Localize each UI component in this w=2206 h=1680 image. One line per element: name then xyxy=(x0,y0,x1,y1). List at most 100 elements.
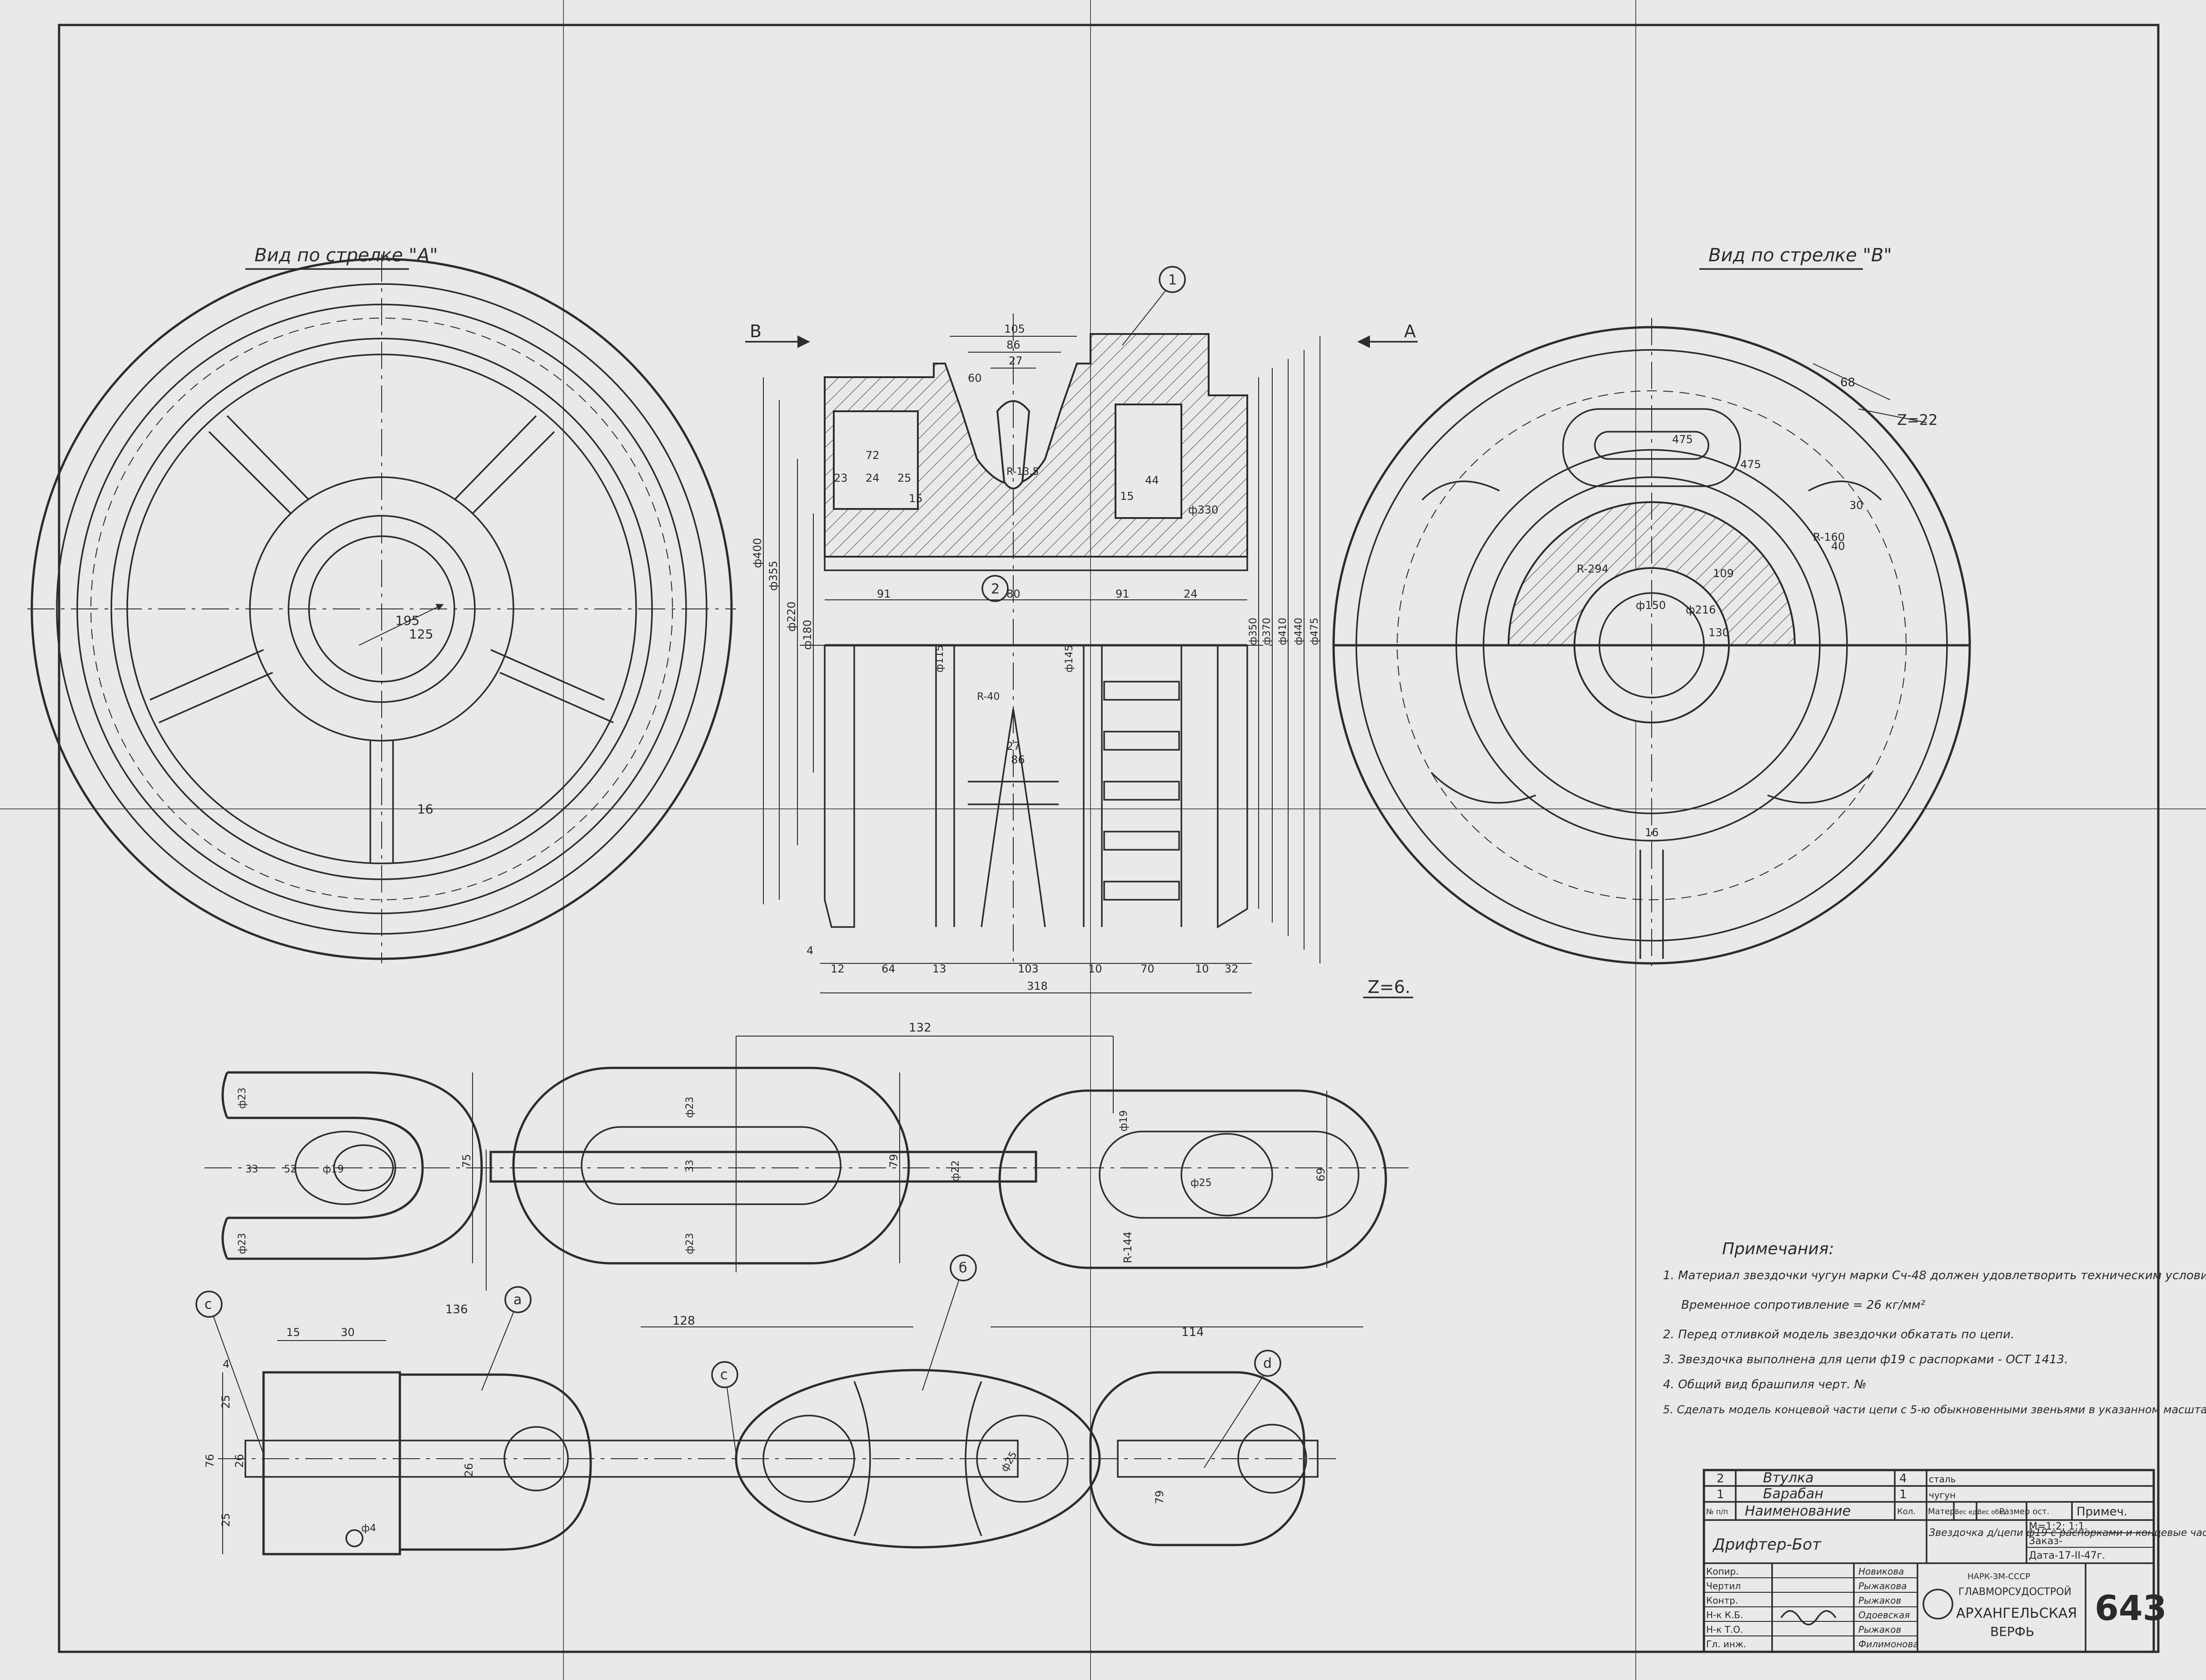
note-1b: Временное сопротивление = 26 кг/мм² xyxy=(1681,1298,1925,1312)
chain-dim-52: 52 xyxy=(284,1164,297,1175)
row1-mat: чугун xyxy=(1929,1490,1956,1501)
dim-10b: 10 xyxy=(1195,962,1209,975)
dim-15b: 15 xyxy=(1120,490,1134,503)
dim-23: 23 xyxy=(834,472,848,484)
dim-195: 195 xyxy=(395,613,419,628)
dim-86b: 86 xyxy=(1011,753,1025,766)
dim-91b: 91 xyxy=(1115,588,1130,600)
dim-72: 72 xyxy=(866,449,880,462)
row1-pos: 1 xyxy=(1717,1488,1724,1501)
dim-115: ф115 xyxy=(934,645,946,673)
z-6: Z=6. xyxy=(1368,977,1410,997)
hdr-mat: Матер. xyxy=(1928,1507,1957,1516)
view-a-label: Вид по стрелке "А" xyxy=(254,245,438,266)
arrow-a-label: А xyxy=(1404,321,1416,341)
section-view: В xyxy=(745,266,1320,993)
dim-4: 4 xyxy=(807,944,813,957)
dim-330: ф330 xyxy=(1188,504,1218,516)
dim-27: 27 xyxy=(1009,354,1023,367)
dim-109: 109 xyxy=(1713,567,1734,580)
notes-title: Примечания: xyxy=(1722,1240,1834,1258)
chain-dim-128: 128 xyxy=(672,1314,695,1328)
dim-15a: 15 xyxy=(909,492,923,505)
dim-13: 13 xyxy=(932,962,946,975)
chain-dim-d19b: ф19 xyxy=(1118,1110,1130,1132)
dim-318: 318 xyxy=(1027,980,1048,992)
dim-150: ф150 xyxy=(1636,599,1666,612)
dim-70: 70 xyxy=(1140,962,1155,975)
arrow-b-label: В xyxy=(750,321,762,341)
dim-475a: 475 xyxy=(1672,433,1693,446)
role-2: Контр. xyxy=(1706,1595,1738,1606)
role-1: Чертил xyxy=(1706,1580,1741,1591)
dim-86: 86 xyxy=(1006,339,1021,351)
dim-r135: R-13.5 xyxy=(1006,466,1039,478)
chain-dim-136: 136 xyxy=(445,1303,468,1316)
dim-r294: R-294 xyxy=(1577,563,1608,575)
date: Дата-17-II-47г. xyxy=(2029,1550,2105,1561)
dim-40: 40 xyxy=(1831,540,1845,553)
dim-475b: 475 xyxy=(1740,458,1761,471)
yard-2: ВЕРФЬ xyxy=(1990,1624,2034,1639)
dim-24a: 24 xyxy=(866,472,880,484)
org: ГЛАВМОРСУДОСТРОЙ xyxy=(1958,1586,2072,1598)
row2-mat: сталь xyxy=(1929,1474,1956,1485)
note-1: 1. Материал звездочки чугун марки Сч-48 … xyxy=(1663,1269,2206,1282)
row1-name: Барабан xyxy=(1763,1486,1823,1502)
dim-32: 32 xyxy=(1225,962,1239,975)
dim-145: ф145 xyxy=(1064,645,1075,673)
dim-355: ф355 xyxy=(767,561,780,591)
side-dim-30: 30 xyxy=(341,1326,355,1339)
chain-dim-79: 79 xyxy=(887,1154,900,1168)
callout-c-mid: с xyxy=(720,1367,728,1383)
role-3: Н-к К.Б. xyxy=(1706,1610,1743,1620)
chain-side-view: 15 30 4 25 76 26 25 26 ф4 ф25 79 xyxy=(204,1326,1340,1555)
note-5: 5. Сделать модель концевой части цепи с … xyxy=(1663,1403,2206,1416)
z-22: Z=22 xyxy=(1897,411,1937,429)
chain-dim-75: 75 xyxy=(460,1154,473,1168)
dim-64: 64 xyxy=(881,962,896,975)
hdr-note: Примеч. xyxy=(2077,1505,2127,1519)
name-3: Одоевская xyxy=(1858,1610,1910,1620)
chain-callouts: с а б с d xyxy=(195,1254,1281,1468)
chain-dim-33b: 33 xyxy=(684,1160,696,1172)
dim-30: 30 xyxy=(1849,499,1863,512)
hdr-qty: Кол. xyxy=(1897,1507,1916,1516)
side-dim-d25: ф25 xyxy=(999,1450,1020,1474)
chain-dim-d23d: ф23 xyxy=(684,1233,696,1254)
row2-qty: 4 xyxy=(1899,1472,1907,1486)
chain-dim-d23c: ф23 xyxy=(684,1097,696,1118)
name-2: Рыжаков xyxy=(1858,1595,1901,1606)
hdr-name: Наименование xyxy=(1745,1503,1851,1519)
chain-dim-33: 33 xyxy=(245,1164,258,1175)
name-1: Рыжакова xyxy=(1858,1580,1907,1591)
side-dim-15: 15 xyxy=(286,1326,300,1339)
hdr-size: Размер ост. xyxy=(1999,1507,2049,1516)
chain-dim-d23a: ф23 xyxy=(237,1087,248,1109)
side-dim-4: 4 xyxy=(223,1358,229,1371)
dim-10a: 10 xyxy=(1088,962,1102,975)
side-dim-25a: 25 xyxy=(219,1395,232,1409)
dim-91a: 91 xyxy=(877,588,891,600)
chain-dim-d23b: ф23 xyxy=(237,1233,248,1254)
dim-125: 125 xyxy=(409,627,433,642)
org-emblem xyxy=(1922,1589,1953,1620)
callout-b: б xyxy=(959,1260,967,1276)
dim-r160: R-160 xyxy=(1813,531,1845,543)
dim-400: ф400 xyxy=(751,538,764,568)
side-dim-26a: 26 xyxy=(233,1454,246,1468)
chain-dim-d19: ф19 xyxy=(323,1164,344,1175)
row2-pos: 2 xyxy=(1717,1472,1724,1486)
dim-475: ф475 xyxy=(1309,618,1320,645)
dim-130: 130 xyxy=(1708,626,1729,639)
dim-370: ф370 xyxy=(1261,618,1273,645)
dim-410: ф410 xyxy=(1277,618,1289,645)
yard-1: АРХАНГЕЛЬСКАЯ xyxy=(1956,1605,2077,1621)
hdr-pos: № п/п xyxy=(1706,1507,1728,1516)
role-0: Копир. xyxy=(1706,1566,1739,1577)
callout-d: d xyxy=(1263,1356,1272,1371)
chain-dim-d22: ф22 xyxy=(950,1160,961,1181)
callout-2: 2 xyxy=(991,581,1000,597)
name-5: Филимонова xyxy=(1858,1639,1919,1650)
